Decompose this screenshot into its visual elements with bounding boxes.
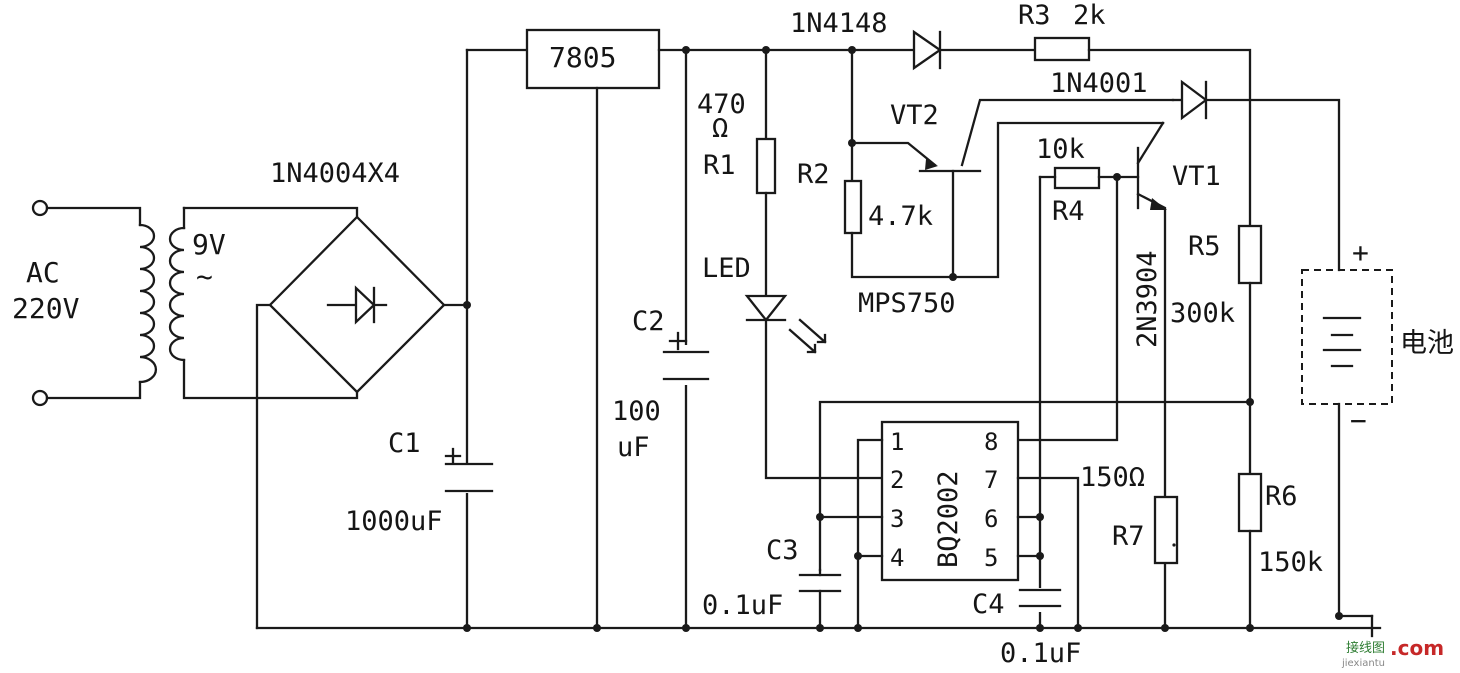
r7-value-label: 150Ω [1080, 462, 1145, 493]
capacitor-c1 [440, 447, 495, 493]
watermark-cn: 接线图 [1346, 640, 1385, 656]
ic-label: BQ2002 [933, 470, 964, 568]
bridge-label: 1N4004X4 [270, 158, 400, 189]
resistor-r2-vt2 [843, 48, 1175, 281]
mps750-label: MPS750 [858, 288, 956, 319]
capacitor-c2 [660, 46, 715, 632]
r1-value-number: 470 [697, 89, 746, 120]
ic-pin-7: 7 [984, 466, 998, 494]
battery-label: 电池 [1400, 328, 1454, 359]
r3-label: R3 [1018, 0, 1051, 31]
ic-pin-6: 6 [984, 505, 998, 533]
regulator-7805 [525, 28, 920, 632]
ic-pin-4: 4 [890, 544, 904, 572]
primary-winding [138, 223, 158, 384]
r1-label: R1 [703, 150, 736, 181]
vt2-label: VT2 [890, 100, 939, 131]
r3-value-label: 2k [1073, 0, 1106, 31]
c4-label: C4 [972, 589, 1005, 620]
ac-tilde-label: ~ [196, 260, 213, 293]
r4-label: R4 [1052, 196, 1085, 227]
secondary-winding [168, 226, 186, 362]
r7-label: R7 [1112, 521, 1145, 552]
battery-plus-label: + [1352, 236, 1369, 269]
ic-pin-5: 5 [984, 544, 998, 572]
battery-minus-label: − [1350, 404, 1367, 437]
c1-label: C1 [388, 428, 421, 459]
resistor-r1-led-branch [744, 46, 884, 480]
vt1-label: VT1 [1172, 161, 1221, 192]
led-label: LED [702, 253, 751, 284]
ic-pin-1: 1 [890, 428, 904, 456]
c2-value-number: 100 [612, 396, 661, 427]
r6-value-label: 150k [1258, 547, 1323, 578]
r1-value-unit: Ω [712, 113, 728, 144]
ic-pin-3: 3 [890, 505, 904, 533]
mains-voltage-label: 220V [12, 292, 80, 325]
r2-label: R2 [797, 159, 830, 190]
r5-label: R5 [1188, 231, 1221, 262]
c2-label: C2 [632, 306, 665, 337]
ic-pin-2: 2 [890, 466, 904, 494]
bridge-rectifier [255, 215, 469, 630]
c1-value-label: 1000uF [345, 506, 443, 537]
resistor-r5-r6 [818, 224, 1263, 632]
diode-1n4001 [1171, 79, 1341, 272]
r5-value-label: 300k [1170, 298, 1235, 329]
r6-label: R6 [1265, 481, 1298, 512]
c3-value-label: 0.1uF [702, 590, 783, 621]
ac-label: AC [26, 256, 60, 289]
watermark-url: jiexiantu [1341, 658, 1385, 668]
secondary-voltage-label: 9V [192, 228, 226, 261]
ic-bq2002 [816, 420, 1082, 632]
watermark: 接线图 .com jiexiantu [1341, 636, 1444, 669]
transistor-vt1 [1016, 121, 1167, 630]
battery [1301, 269, 1393, 638]
regulator-label: 7805 [549, 41, 616, 74]
transformer [31, 199, 359, 407]
watermark-com: .com [1390, 636, 1444, 660]
c2-value-unit: uF [617, 432, 650, 463]
resistor-r7 [1153, 495, 1179, 632]
capacitor-c4 [1018, 588, 1062, 632]
c4-value-label: 0.1uF [1000, 638, 1081, 668]
led-symbol [744, 294, 788, 322]
diode-1n4001-label: 1N4001 [1050, 68, 1148, 99]
ac-terminal-bottom [31, 389, 49, 407]
ic-pin-8: 8 [984, 428, 998, 456]
r4-value-label: 10k [1036, 134, 1085, 165]
capacitor-c3 [798, 568, 842, 632]
ac-terminal-top [31, 199, 49, 217]
vt1-part-label: 2N3904 [1132, 250, 1163, 348]
c3-label: C3 [766, 535, 799, 566]
diode-1n4148-label: 1N4148 [790, 8, 888, 39]
r2-value-label: 4.7k [868, 201, 933, 232]
